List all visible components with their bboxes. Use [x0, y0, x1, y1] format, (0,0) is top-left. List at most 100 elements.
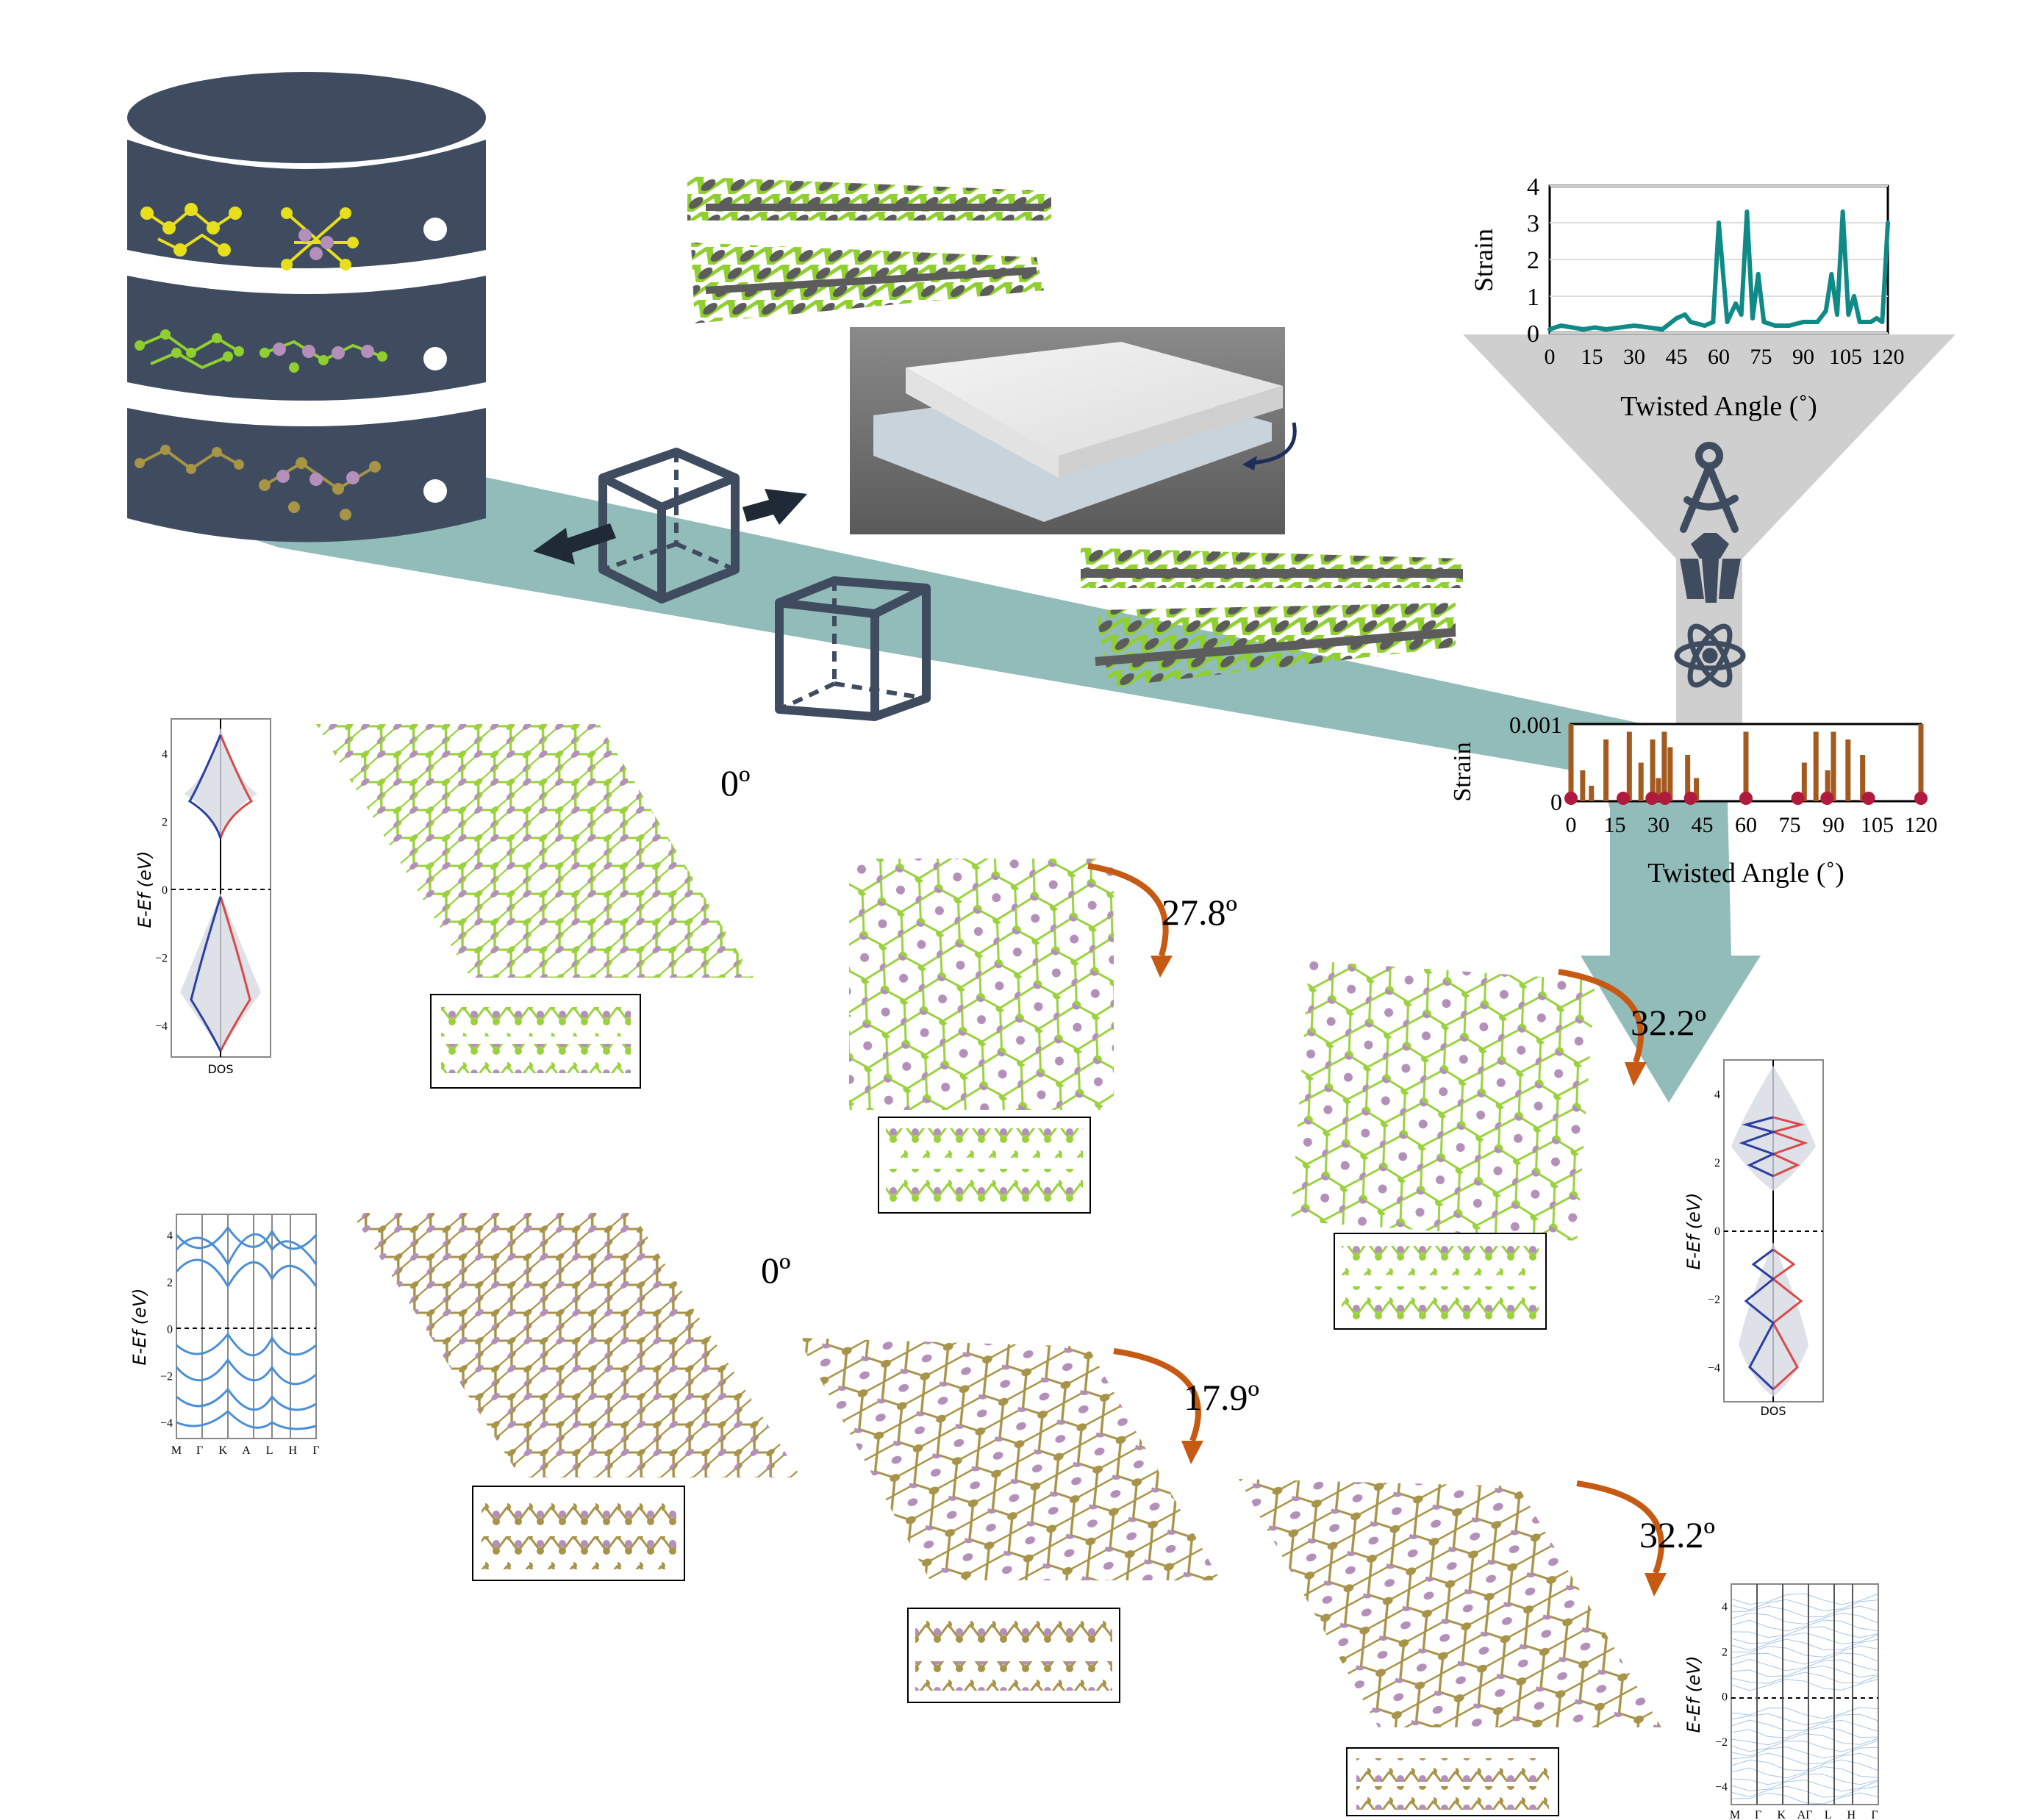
band-line — [1731, 1638, 1879, 1651]
strain-point — [1632, 323, 1636, 328]
k-point-label: K — [1778, 1809, 1786, 1820]
strain-point — [1815, 320, 1820, 324]
y-tick-label: 0 — [167, 1324, 173, 1336]
y-tick-label: −4 — [1708, 1362, 1720, 1375]
strain-point — [1801, 320, 1806, 324]
band-line — [1731, 1599, 1879, 1612]
band-line — [1731, 1593, 1879, 1605]
dos-left-ylabel: E-Ef (eV) — [135, 851, 155, 928]
selected-angle-marker — [1791, 792, 1805, 805]
x-tick-label: 75 — [1779, 813, 1801, 837]
rotate-arrow-icon — [1113, 1348, 1201, 1442]
x-tick-label: 90 — [1792, 345, 1814, 369]
band-line — [1731, 1752, 1879, 1765]
band-line — [1731, 1632, 1879, 1645]
band-line — [1731, 1746, 1879, 1759]
x-tick-label: 60 — [1735, 813, 1757, 837]
y-tick-label: 0 — [162, 884, 168, 897]
strain-point — [1756, 272, 1761, 276]
y-tick-label: 3 — [1527, 210, 1539, 237]
selected-angle-marker — [1564, 792, 1578, 805]
strain-point — [1829, 272, 1834, 276]
strain-point — [1750, 316, 1755, 320]
strain-point — [1617, 325, 1622, 330]
band-line — [1731, 1779, 1879, 1792]
strain-point — [1581, 327, 1586, 332]
structure-32.2deg-top — [1291, 960, 1595, 1330]
y-tick-label: 2 — [167, 1277, 173, 1289]
rotate-arrowhead-icon — [1151, 956, 1173, 978]
dos-left-xlabel: DOS — [207, 1062, 233, 1076]
strain-point — [1733, 301, 1738, 306]
band-line — [1731, 1672, 1879, 1684]
unit-cell-cube-icon — [598, 448, 740, 603]
strain-point — [1823, 309, 1828, 313]
strain-point — [1711, 320, 1716, 324]
band-right-ylabel: E-Ef (eV) — [1683, 1656, 1704, 1733]
k-point-label: K — [219, 1444, 228, 1457]
y-tick-label: −4 — [1715, 1781, 1728, 1794]
rotate-arrow-icon — [1558, 969, 1644, 1064]
band-line — [1731, 1740, 1879, 1752]
y-tick-label: 2 — [1722, 1646, 1728, 1658]
x-tick-label: 105 — [1829, 345, 1862, 369]
y-tick-label: 2 — [162, 817, 168, 829]
x-tick-label: 120 — [1872, 345, 1905, 369]
band-line — [1731, 1619, 1879, 1632]
chart-top-ylabel: Strain — [1469, 229, 1498, 292]
strain-point — [1717, 221, 1721, 225]
strain-point — [1786, 323, 1792, 328]
band-line — [1731, 1626, 1879, 1638]
strain-point — [1846, 312, 1851, 317]
band-line — [1731, 1766, 1879, 1779]
y-tick-label: 4 — [167, 1230, 173, 1242]
band-line — [1731, 1733, 1879, 1746]
k-point-label: L — [266, 1444, 273, 1457]
strain-point — [1852, 294, 1856, 298]
strain-arrow-right-icon — [742, 489, 807, 525]
y-tick-label: −2 — [160, 1370, 173, 1383]
strain-point — [1570, 325, 1575, 330]
y-tick-label: 0 — [1550, 789, 1562, 815]
y-tick-label: 0 — [1714, 1225, 1720, 1238]
selected-angle-marker — [1683, 792, 1697, 805]
structure-0deg-top — [316, 724, 754, 1089]
band-line — [1731, 1759, 1879, 1771]
chart-top-xlabel: Twisted Angle (˚) — [1620, 391, 1817, 422]
k-point-label: M — [171, 1444, 182, 1457]
band-line — [1731, 1785, 1879, 1798]
atom-icon — [1674, 623, 1746, 688]
band-line — [1731, 1719, 1879, 1733]
k-point-label: A — [242, 1444, 251, 1457]
strain-point — [1857, 320, 1862, 324]
band-line — [1731, 1713, 1879, 1726]
x-tick-label: 120 — [1905, 813, 1938, 837]
y-tick-label: 4 — [1527, 173, 1539, 201]
rotate-arrowhead-icon — [1625, 1062, 1647, 1086]
strain-point — [1874, 316, 1879, 320]
k-point-label: Γ — [1755, 1809, 1761, 1820]
strain-point — [1886, 221, 1890, 225]
angle-label-row2-1: 17.9º — [1184, 1377, 1259, 1418]
band-line — [1731, 1605, 1879, 1617]
band-line — [1731, 1678, 1879, 1691]
strain-point — [1772, 323, 1778, 328]
strain-arrow-left-icon — [533, 523, 616, 565]
selected-angle-marker — [1861, 792, 1875, 805]
x-tick-label: 75 — [1750, 345, 1772, 369]
band-line — [1731, 1612, 1879, 1625]
selected-angle-marker — [1658, 792, 1672, 805]
strain-point — [1702, 323, 1707, 328]
k-point-label: Γ — [312, 1444, 319, 1457]
band-line — [1731, 1658, 1879, 1672]
band-line — [1731, 1652, 1879, 1665]
strain-point — [1739, 312, 1744, 317]
k-point-label: H — [1847, 1809, 1856, 1820]
x-tick-label: 90 — [1822, 813, 1844, 837]
database-icon — [127, 72, 486, 542]
band-line — [1731, 1665, 1879, 1678]
strain-point — [1688, 320, 1693, 324]
